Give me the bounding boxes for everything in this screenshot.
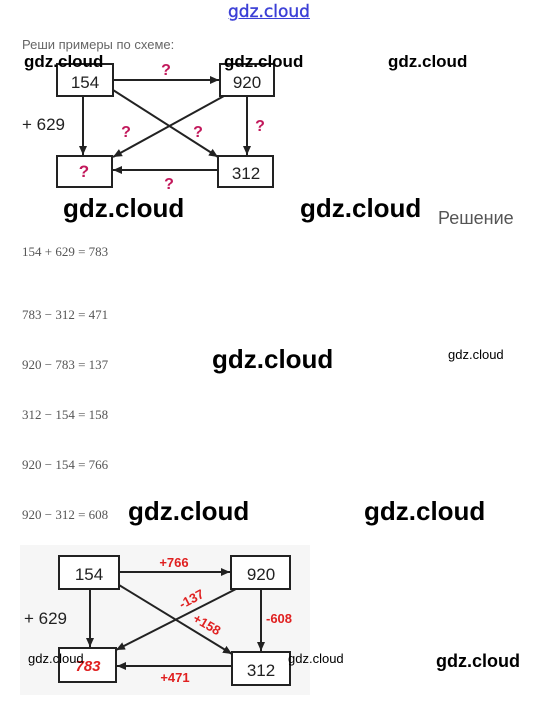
watermark: gdz.cloud	[436, 651, 520, 671]
box-top-left	[56, 63, 114, 97]
equation: 783 − 312 = 471	[22, 307, 109, 322]
equation: 920 − 154 = 766	[22, 457, 109, 472]
num-top-left: 154	[75, 565, 103, 584]
watermark: gdz.cloud	[28, 651, 84, 666]
watermark: gdz.cloud	[300, 193, 422, 223]
q-diag-b: ?	[193, 124, 203, 141]
watermark: gdz.cloud	[448, 347, 504, 362]
num-top-left: 154	[71, 73, 99, 92]
equation: 920 − 312 = 608	[22, 507, 109, 522]
arrow-diag-b	[115, 588, 237, 651]
site-header-link[interactable]: gdz.cloud	[228, 2, 310, 22]
q-right: ?	[255, 118, 265, 135]
watermark: gdz.cloud	[63, 193, 185, 223]
num-bottom-right: 312	[232, 164, 260, 183]
q-diag-a: ?	[121, 124, 131, 141]
box-bottom-left	[56, 155, 113, 188]
label-top: +766	[159, 555, 188, 570]
label-bottom: +471	[160, 670, 189, 685]
watermark: gdz.cloud	[212, 344, 334, 374]
task-instruction: Реши примеры по схеме:	[22, 37, 175, 52]
q-bottom: ?	[164, 176, 174, 193]
num-top-right: 920	[233, 73, 261, 92]
arrow-diag-a	[112, 89, 219, 158]
num-bottom-left: 783	[75, 658, 101, 675]
num-bottom-left: ?	[79, 162, 89, 181]
watermark: gdz.cloud	[224, 52, 304, 71]
watermark: gdz.cloud	[364, 496, 486, 526]
arrow-diag-b	[112, 95, 225, 158]
watermark: gdz.cloud	[24, 52, 104, 71]
num-top-right: 920	[247, 565, 275, 584]
num-bottom-right: 312	[247, 661, 275, 680]
solution-heading: Решение	[438, 208, 514, 228]
answer-diagram: 154 920 312 783 + 629 +766 -608 +471 -13…	[20, 545, 310, 695]
question-diagram: 154 920 312 ? + 629 ? ? ? ? ?	[22, 62, 275, 193]
q-top: ?	[161, 62, 171, 79]
side-label: + 629	[24, 609, 67, 628]
watermark: gdz.cloud	[388, 52, 468, 71]
watermark: gdz.cloud	[288, 651, 344, 666]
box-bottom-right	[231, 651, 291, 686]
box-bottom-right	[217, 155, 274, 188]
equation: 154 + 629 = 783	[22, 244, 109, 259]
watermark: gdz.cloud	[128, 496, 250, 526]
box-bottom-left	[58, 647, 117, 683]
side-label: + 629	[22, 115, 65, 134]
equation: 920 − 783 = 137	[22, 357, 109, 372]
label-right: -608	[266, 611, 292, 626]
equation: 312 − 154 = 158	[22, 407, 109, 422]
